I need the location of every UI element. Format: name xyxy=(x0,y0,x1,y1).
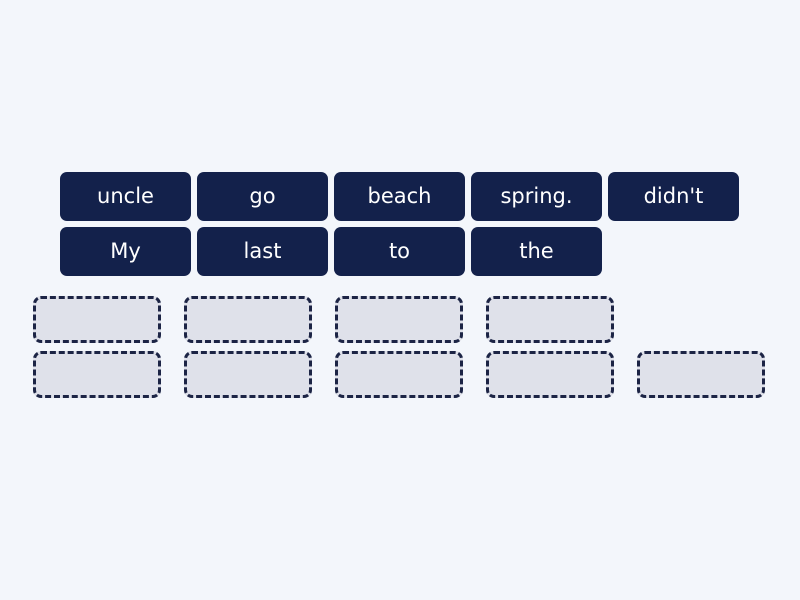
answer-slot-area xyxy=(33,296,765,398)
answer-slot-row-2 xyxy=(33,351,765,398)
word-tile[interactable]: last xyxy=(197,227,328,276)
word-tile[interactable]: beach xyxy=(334,172,465,221)
answer-slot[interactable] xyxy=(486,351,614,398)
answer-slot-row-1 xyxy=(33,296,765,343)
answer-slot[interactable] xyxy=(335,351,463,398)
word-tile[interactable]: spring. xyxy=(471,172,602,221)
word-tile[interactable]: go xyxy=(197,172,328,221)
word-tile[interactable]: My xyxy=(60,227,191,276)
answer-slot[interactable] xyxy=(486,296,614,343)
answer-slot[interactable] xyxy=(184,296,312,343)
word-pool: uncle go beach spring. didn't My last to… xyxy=(60,172,739,276)
answer-slot[interactable] xyxy=(637,351,765,398)
answer-slot[interactable] xyxy=(33,351,161,398)
word-tile[interactable]: uncle xyxy=(60,172,191,221)
word-tile[interactable]: to xyxy=(334,227,465,276)
word-tile[interactable]: the xyxy=(471,227,602,276)
word-pool-row-2: My last to the xyxy=(60,227,739,276)
answer-slot[interactable] xyxy=(33,296,161,343)
answer-slot[interactable] xyxy=(184,351,312,398)
word-tile[interactable]: didn't xyxy=(608,172,739,221)
answer-slot[interactable] xyxy=(335,296,463,343)
word-pool-row-1: uncle go beach spring. didn't xyxy=(60,172,739,221)
